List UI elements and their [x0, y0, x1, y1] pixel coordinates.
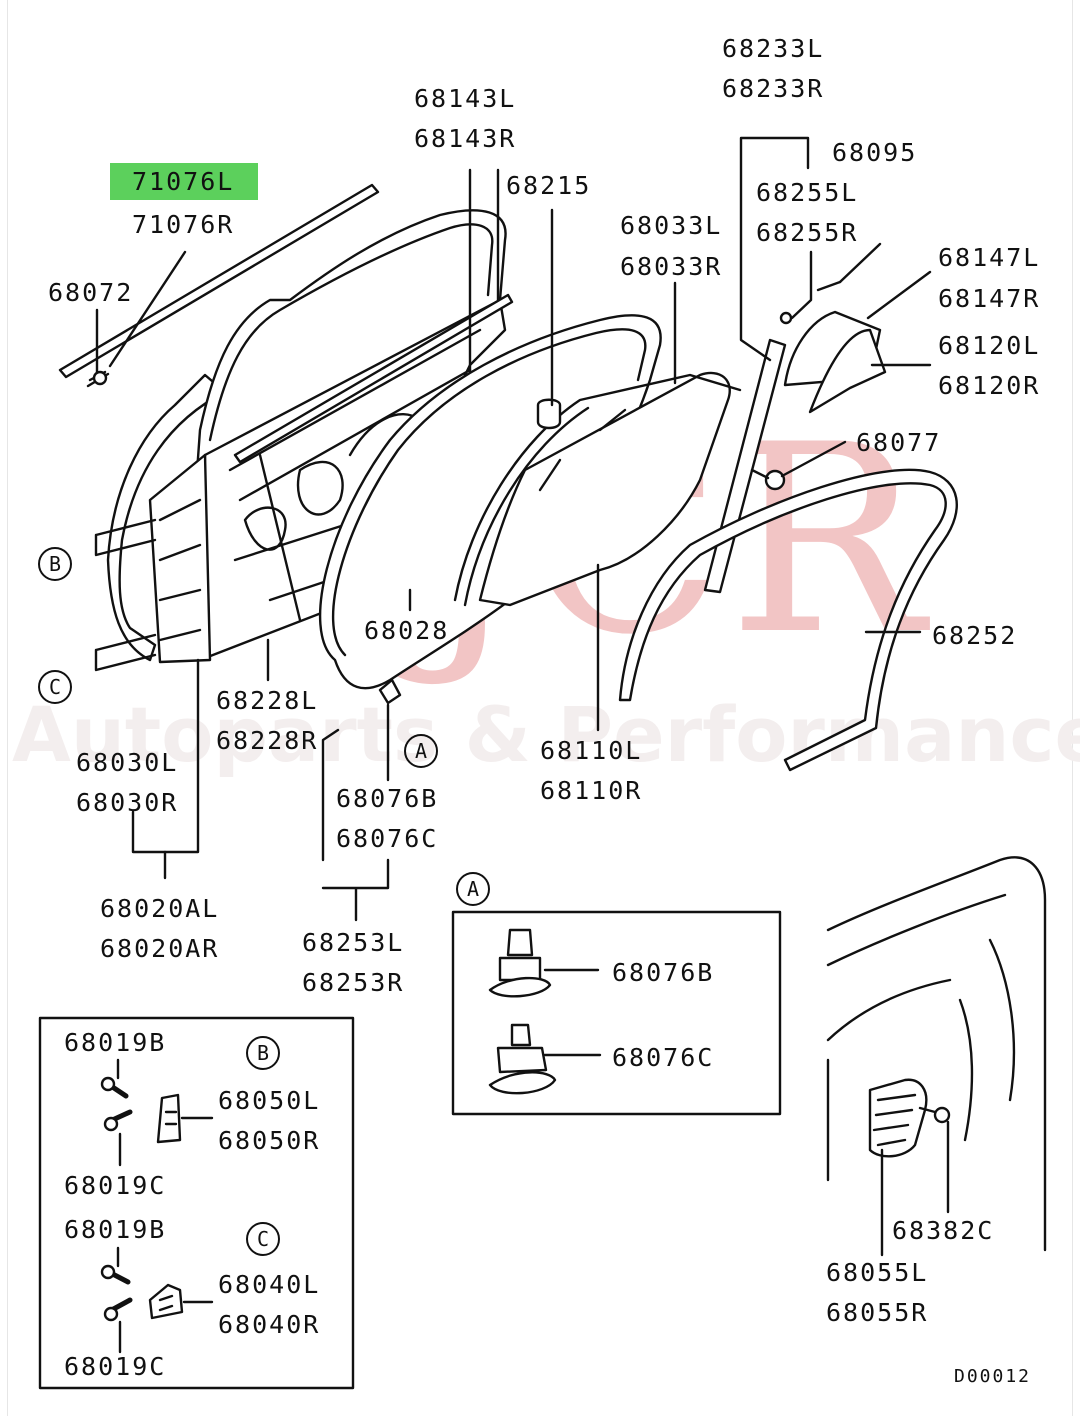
box-c-part-68040L[interactable]: 68040L [218, 1270, 321, 1299]
watermark-tagline: Autoparts & Performance [12, 690, 1080, 779]
part-68255L[interactable]: 68255L [756, 178, 859, 207]
diagram-frame [8, 0, 1072, 1416]
box-b-part-68019B[interactable]: 68019B [64, 1028, 167, 1057]
part-68020AL[interactable]: 68020AL [100, 894, 220, 923]
part-68228R[interactable]: 68228R [216, 726, 319, 755]
part-68147L[interactable]: 68147L [938, 243, 1041, 272]
callout-b-box: B [246, 1036, 280, 1070]
part-68228L[interactable]: 68228L [216, 686, 319, 715]
part-68030L[interactable]: 68030L [76, 748, 179, 777]
part-68120L[interactable]: 68120L [938, 331, 1041, 360]
part-68055L[interactable]: 68055L [826, 1258, 929, 1287]
callout-b: B [38, 547, 72, 581]
box-b-part-68050R[interactable]: 68050R [218, 1126, 321, 1155]
box-a-part-68076B[interactable]: 68076B [612, 958, 715, 987]
part-68033R[interactable]: 68033R [620, 252, 723, 281]
box-a-part-68076C[interactable]: 68076C [612, 1043, 715, 1072]
box-b-part-68019C[interactable]: 68019C [64, 1171, 167, 1200]
part-68143R[interactable]: 68143R [414, 124, 517, 153]
part-68072[interactable]: 68072 [48, 278, 134, 307]
diagram-code: D00012 [954, 1366, 1032, 1387]
part-68110L[interactable]: 68110L [540, 736, 643, 765]
part-68147R[interactable]: 68147R [938, 284, 1041, 313]
part-68253R[interactable]: 68253R [302, 968, 405, 997]
part-68233L[interactable]: 68233L [722, 34, 825, 63]
callout-c-box: C [246, 1222, 280, 1256]
part-68020AR[interactable]: 68020AR [100, 934, 220, 963]
part-68120R[interactable]: 68120R [938, 371, 1041, 400]
part-68033L[interactable]: 68033L [620, 211, 723, 240]
box-b-part-68050L[interactable]: 68050L [218, 1086, 321, 1115]
part-68253L[interactable]: 68253L [302, 928, 405, 957]
box-c-part-68040R[interactable]: 68040R [218, 1310, 321, 1339]
callout-a-door: A [404, 734, 438, 768]
part-68076C[interactable]: 68076C [336, 824, 439, 853]
part-71076L-highlighted[interactable]: 71076L [110, 163, 259, 200]
part-68077[interactable]: 68077 [856, 428, 942, 457]
callout-a-box: A [456, 872, 490, 906]
part-68233R[interactable]: 68233R [722, 74, 825, 103]
part-71076R[interactable]: 71076R [132, 210, 235, 239]
part-68252[interactable]: 68252 [932, 621, 1018, 650]
part-68030R[interactable]: 68030R [76, 788, 179, 817]
part-68255R[interactable]: 68255R [756, 218, 859, 247]
box-c-part-68019B[interactable]: 68019B [64, 1215, 167, 1244]
part-68055R[interactable]: 68055R [826, 1298, 929, 1327]
part-68076B[interactable]: 68076B [336, 784, 439, 813]
part-68143L[interactable]: 68143L [414, 84, 517, 113]
part-68028[interactable]: 68028 [364, 616, 450, 645]
callout-c: C [38, 670, 72, 704]
part-68382C[interactable]: 68382C [892, 1216, 995, 1245]
part-68110R[interactable]: 68110R [540, 776, 643, 805]
part-68215[interactable]: 68215 [506, 171, 592, 200]
box-c-part-68019C[interactable]: 68019C [64, 1352, 167, 1381]
part-68095[interactable]: 68095 [832, 138, 918, 167]
